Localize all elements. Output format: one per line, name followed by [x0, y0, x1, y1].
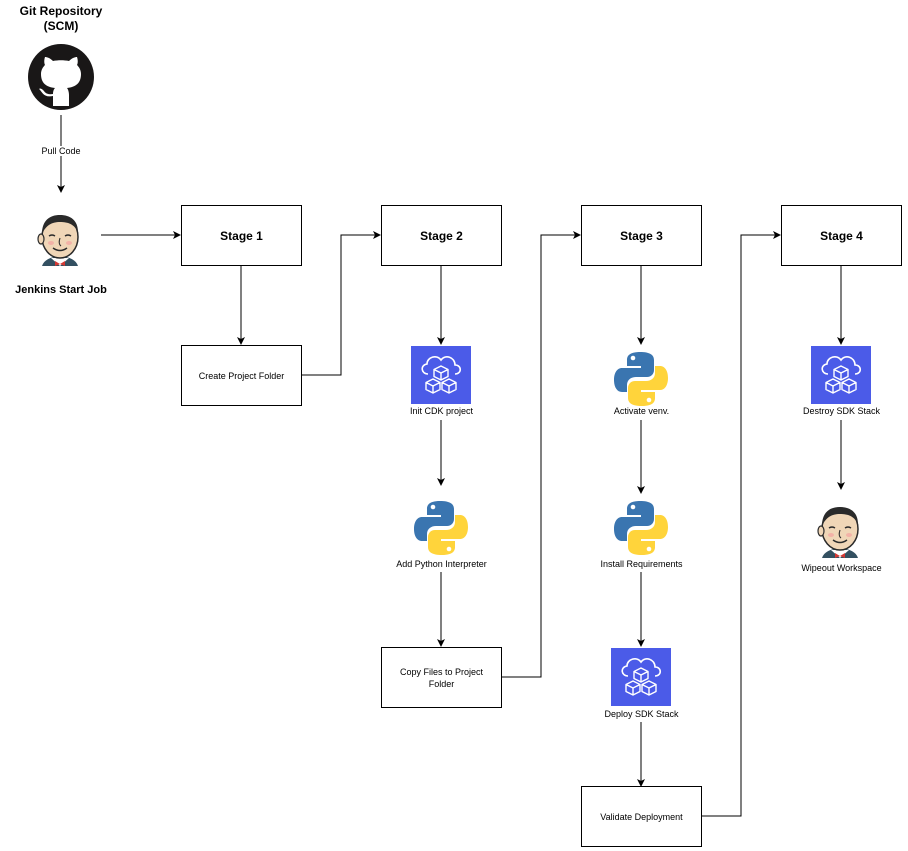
pull-code-label: Pull Code: [21, 145, 101, 157]
python-add-interpreter-icon: [414, 501, 468, 555]
init-cdk-label: Init CDK project: [409, 406, 474, 416]
deploy-sdk-label: Deploy SDK Stack: [604, 709, 679, 719]
copy-files-box[interactable]: Copy Files to Project Folder: [381, 647, 502, 708]
cdk-destroy-icon: [810, 345, 872, 405]
jenkins-start-icon: [37, 214, 79, 267]
cdk-deploy-icon: [610, 647, 672, 707]
connectors: [57, 115, 845, 817]
create-project-folder-box[interactable]: Create Project Folder: [181, 345, 302, 406]
activate-venv-label: Activate venv.: [613, 406, 670, 416]
add-python-label: Add Python Interpreter: [396, 559, 487, 569]
jenkins-start-label: Jenkins Start Job: [15, 284, 107, 296]
scm-title-line1: Git Repository: [19, 4, 103, 18]
edge-validate-to-stage4: [701, 231, 781, 817]
jenkins-wipeout-icon: [817, 506, 859, 559]
edge-copy-files-to-stage3: [501, 231, 581, 678]
edge-create-folder-to-stage2: [301, 231, 381, 376]
stage-2-box[interactable]: Stage 2: [381, 205, 502, 266]
pull-code-text: Pull Code: [39, 146, 83, 156]
scm-title: Git Repository (SCM): [0, 4, 122, 34]
python-install-req-icon: [614, 501, 668, 555]
stage-4-box[interactable]: Stage 4: [781, 205, 902, 266]
stage-1-box[interactable]: Stage 1: [181, 205, 302, 266]
destroy-sdk-label: Destroy SDK Stack: [802, 406, 881, 416]
install-requirements-label: Install Requirements: [600, 559, 683, 569]
github-icon: [28, 44, 94, 110]
python-activate-venv-icon: [614, 352, 668, 406]
copy-files-line2: Folder: [428, 678, 455, 689]
stage-3-box[interactable]: Stage 3: [581, 205, 702, 266]
cdk-init-icon: [410, 345, 472, 405]
copy-files-line1: Copy Files to Project: [399, 666, 484, 677]
validate-deployment-box[interactable]: Validate Deployment: [581, 786, 702, 847]
wipeout-workspace-label: Wipeout Workspace: [801, 563, 882, 573]
scm-title-line2: (SCM): [43, 19, 79, 33]
